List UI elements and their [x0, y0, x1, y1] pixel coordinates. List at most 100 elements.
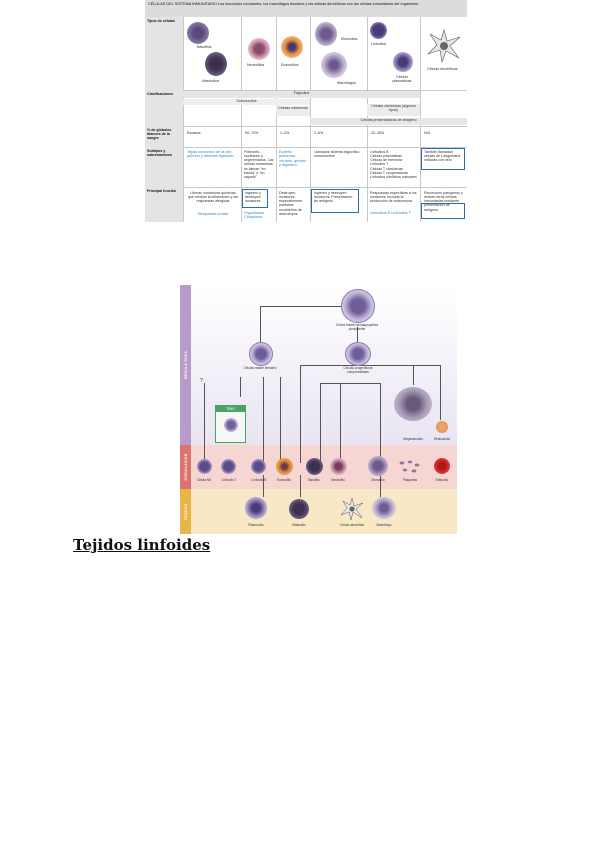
class-fagocitos: Fagocitos — [183, 91, 420, 98]
section-heading: Tejidos linfoides — [73, 536, 210, 554]
tissue-label: Macrófago — [364, 523, 404, 527]
table-title-bar: CÉLULAS DEL SISTEMA INMUNITARIO Los leuc… — [145, 0, 467, 17]
progenitor-label: Células progenitoras comprometidas — [334, 366, 382, 374]
circulating-label: Eritrocito — [422, 478, 462, 482]
connector — [263, 377, 264, 463]
function-linfocitos-note: Linfocitos B Linfocitos T — [368, 210, 420, 216]
neutrophil-image — [248, 38, 270, 60]
thymus-box: TIMO — [215, 405, 246, 443]
mast-cell-image — [289, 499, 309, 519]
basophil-image — [306, 458, 323, 475]
progenitor-image — [345, 342, 371, 366]
circulating-label: Neutrófilo — [318, 478, 358, 482]
connector — [280, 377, 281, 463]
cell-type-label: Eosinófilos — [279, 62, 300, 68]
plasmocyte-image — [245, 497, 267, 519]
lymphoid-stem-image — [249, 342, 273, 366]
percent-value: 1–3% — [278, 130, 291, 136]
percent-value: 1–6% — [312, 130, 325, 136]
basophil-image — [187, 22, 209, 44]
connector — [300, 365, 301, 463]
connector — [320, 383, 380, 384]
zone-marrow-label: MÉDULA ÓSEA — [180, 285, 191, 445]
grid-line — [145, 187, 467, 188]
connector — [240, 377, 241, 397]
function-neutrofilos: Ingieren y destruyen invasores — [243, 190, 268, 204]
cell-type-label: Células dendríticas — [425, 66, 460, 72]
percent-value: Escasos — [185, 130, 203, 136]
zone-circulation-label: CIRCULACIÓN — [180, 445, 191, 489]
dendritic-cell-image — [340, 497, 364, 521]
monocyte-image — [315, 22, 337, 46]
plasma-cell-image — [393, 52, 413, 72]
mast-cell-image — [205, 52, 227, 76]
grid-line — [145, 126, 467, 127]
dendritic-cell-image — [426, 28, 462, 64]
reticulocyte-label: Reticulocito — [422, 437, 462, 441]
subtype-neutrofilos: Polimorfo-nucleares o segmentados. Las f… — [242, 149, 276, 180]
erythrocyte-image — [434, 458, 450, 474]
cell-type-label: Monocitos — [339, 36, 359, 42]
grid-line — [145, 147, 467, 148]
thymus-label: TIMO — [216, 406, 245, 412]
row-label-subtypes: Subtipos y sobrenombres — [145, 147, 183, 187]
row-label-types: Tipos de células — [145, 17, 183, 90]
tissue-label: Mastocito — [279, 523, 319, 527]
class-granulocitos: Granulocitos — [183, 99, 310, 105]
row-label-function: Principal función — [145, 187, 183, 222]
zone-tissues-label: TEJIDOS — [180, 489, 191, 534]
percent-value: N/A — [422, 130, 432, 136]
nk-cell-image — [197, 459, 212, 474]
platelets-image — [398, 459, 422, 475]
cell-type-label: Linfocitos — [369, 41, 388, 47]
subtype-linfocitos: Linfocitos B Células plasmáticas Células… — [368, 149, 420, 180]
cell-type-label: Neutrófilos — [245, 62, 266, 68]
monocyte-image — [368, 456, 388, 476]
function-eosinofilos: Destruyen invasores, especialmente parás… — [277, 190, 310, 217]
stem-cell-image — [341, 289, 375, 323]
megakaryocyte-image — [394, 387, 432, 421]
stem-cell-label: Célula madre hematopoyética pluripotente — [330, 323, 384, 331]
percent-value: 20–35% — [369, 130, 386, 136]
subtype-monocitos: Llamados sistema fagocítico mononuclear — [312, 149, 366, 159]
cell-type-label: Mastocitos — [200, 78, 221, 84]
row-label-classifications: Clasificaciones — [145, 90, 183, 126]
cell-type-label: Macrófagos — [335, 80, 358, 86]
hematopoiesis-diagram: MÉDULA ÓSEA CIRCULACIÓN TEJIDOS Célula m… — [180, 285, 457, 534]
subtype-eosinofilos: Epitelio pulmonar, urinario, genital y d… — [277, 149, 310, 169]
row-label-percent: % de glóbulos blancos de la sangre — [145, 126, 183, 147]
subtype-dendriticas: También llamadas células de Langerhans, … — [422, 149, 465, 163]
function-basofilos-note: Respuesta innata — [185, 211, 241, 217]
eosinophil-image — [276, 458, 293, 475]
macrophage-image — [372, 497, 396, 519]
question-mark: ? — [200, 378, 203, 384]
function-linfocitos: Respuestas específicas a los invasores, … — [368, 190, 420, 204]
class-presentadoras: Células presentadoras de antígeno — [310, 118, 467, 125]
lymphoid-stem-label: Células madre linfoides — [240, 366, 280, 370]
class-citotoxicas-algunos: Células citotóxicas (algunos tipos) — [367, 104, 420, 116]
zone-tissues — [180, 489, 457, 534]
percent-value: 50–70% — [243, 130, 260, 136]
connector — [260, 306, 261, 342]
function-neutrofilos-note: Fagocitosis Citoquinas — [242, 210, 276, 221]
t-lymphocyte-image — [221, 459, 236, 474]
function-basofilos: Liberan sustancias químicas que median l… — [185, 190, 241, 204]
connector — [380, 383, 381, 463]
cell-type-label: Basófilos — [195, 44, 214, 50]
grid-line — [183, 17, 184, 222]
connector — [320, 383, 321, 463]
function-monocitos: Ingieren y destruyen invasores. Presenta… — [312, 190, 359, 204]
neutrophil-image — [330, 458, 347, 475]
connector — [440, 365, 441, 420]
macrophage-image — [321, 52, 347, 78]
immune-cells-table: CÉLULAS DEL SISTEMA INMUNITARIO Los leuc… — [145, 0, 467, 222]
connector — [413, 365, 414, 385]
connector — [204, 383, 205, 463]
class-citotoxicas: Células citotóxicas — [276, 106, 310, 116]
table-title: CÉLULAS DEL SISTEMA INMUNITARIO Los leuc… — [148, 2, 464, 6]
connector — [260, 306, 341, 307]
connector — [340, 383, 341, 463]
cell-type-label: Células plasmáticas — [387, 74, 417, 84]
function-dendriticas: Reconocen patógenos y activan otras célu… — [422, 190, 465, 213]
lymphocyte-image — [370, 22, 387, 39]
